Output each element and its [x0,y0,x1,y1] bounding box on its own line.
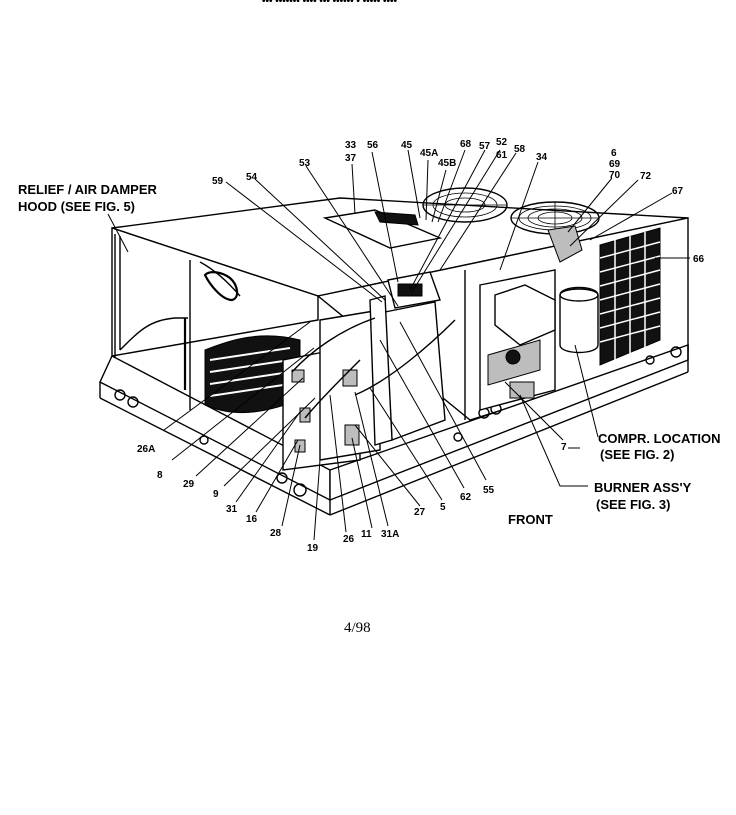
callout-8: 8 [157,470,163,481]
callout-31: 31 [226,504,238,515]
front-label: FRONT [508,512,553,527]
relief-hood-label-line2: HOOD (SEE FIG. 5) [18,199,135,214]
callout-70: 70 [609,170,621,181]
callout-9: 9 [213,489,219,500]
callout-66: 66 [693,254,705,265]
section-labels: RELIEF / AIR DAMPER HOOD (SEE FIG. 5) CO… [18,182,721,636]
callout-19: 19 [307,543,319,554]
part-callouts: 33 37 56 45 45A 45B 68 57 52 61 58 34 6 … [137,137,705,554]
callout-34: 34 [536,152,548,163]
callout-69: 69 [609,159,621,170]
callout-16: 16 [246,514,258,525]
callout-11: 11 [361,529,372,540]
callout-55: 55 [483,485,495,496]
callout-29: 29 [183,479,195,490]
callout-27: 27 [414,507,426,518]
callout-58: 58 [514,144,526,155]
burner-assy-label-line2: (SEE FIG. 3) [596,497,670,512]
callout-26a: 26A [137,444,155,455]
callout-33: 33 [345,140,357,151]
callout-45b: 45B [438,158,456,169]
rooftop-unit-drawing [99,187,689,516]
compr-location-label-line1: COMPR. LOCATION [598,431,721,446]
burner-assy-label-line1: BURNER ASS'Y [594,480,692,495]
callout-67: 67 [672,186,684,197]
callout-62: 62 [460,492,472,503]
callout-53: 53 [299,158,311,169]
callout-56: 56 [367,140,379,151]
roof-fan-grille [422,187,508,223]
callout-26: 26 [343,534,355,545]
leader-lines [107,149,690,541]
callout-72: 72 [640,171,652,182]
relief-hood-label-line1: RELIEF / AIR DAMPER [18,182,158,197]
callout-6-top: 6 [611,148,617,159]
callout-61: 61 [496,150,508,161]
callout-59: 59 [212,176,224,187]
callout-5: 5 [440,502,446,513]
callout-54: 54 [246,172,258,183]
header-fragment: ••• ••••••• •••• ••• •••••• • ••••• •••• [262,0,397,7]
callout-45a: 45A [420,148,438,159]
callout-45: 45 [401,140,413,151]
callout-28: 28 [270,528,282,539]
callout-52: 52 [496,137,508,148]
compr-location-label-line2: (SEE FIG. 2) [600,447,674,462]
callout-37: 37 [345,153,357,164]
callout-31a: 31A [381,529,399,540]
callout-7: 7 [561,442,567,453]
condenser-coil [599,227,661,366]
callout-57: 57 [479,141,491,152]
date-code: 4/98 [344,620,371,636]
callout-68: 68 [460,139,472,150]
